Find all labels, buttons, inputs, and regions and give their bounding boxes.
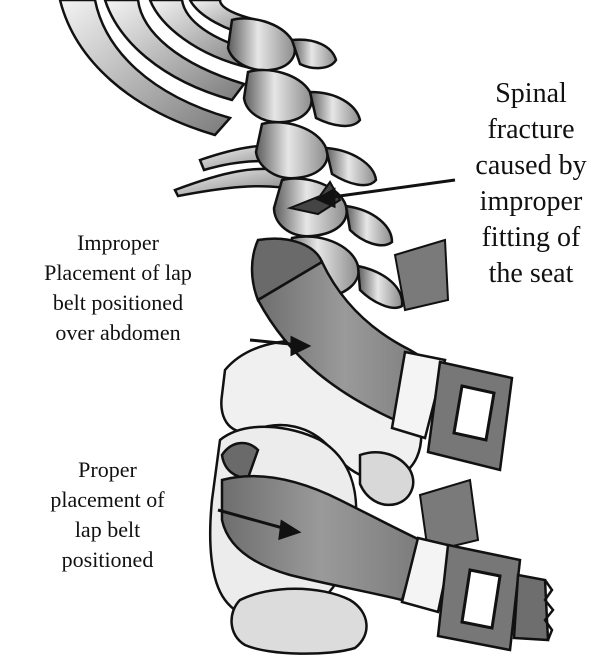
label-line: over abdomen xyxy=(8,318,228,348)
label-line: fracture xyxy=(458,112,604,148)
label-line: the seat xyxy=(458,256,604,292)
label-line: lap belt xyxy=(20,515,195,545)
label-spinal-fracture: Spinal fracture caused by improper fitti… xyxy=(458,76,604,292)
label-line: Placement of lap xyxy=(8,258,228,288)
label-proper-placement: Proper placement of lap belt positioned xyxy=(20,455,195,575)
belt-strap-back-upper xyxy=(395,240,448,310)
label-line: belt positioned xyxy=(8,288,228,318)
label-line: Improper xyxy=(8,228,228,258)
label-improper-placement: Improper Placement of lap belt positione… xyxy=(8,228,228,348)
label-line: Proper xyxy=(20,455,195,485)
label-line: Spinal xyxy=(458,76,604,112)
label-line: placement of xyxy=(20,485,195,515)
label-line: caused by xyxy=(458,148,604,184)
label-line: improper xyxy=(458,184,604,220)
arrow-spinal-fracture xyxy=(325,180,455,198)
label-line: positioned xyxy=(20,545,195,575)
label-line: fitting of xyxy=(458,220,604,256)
